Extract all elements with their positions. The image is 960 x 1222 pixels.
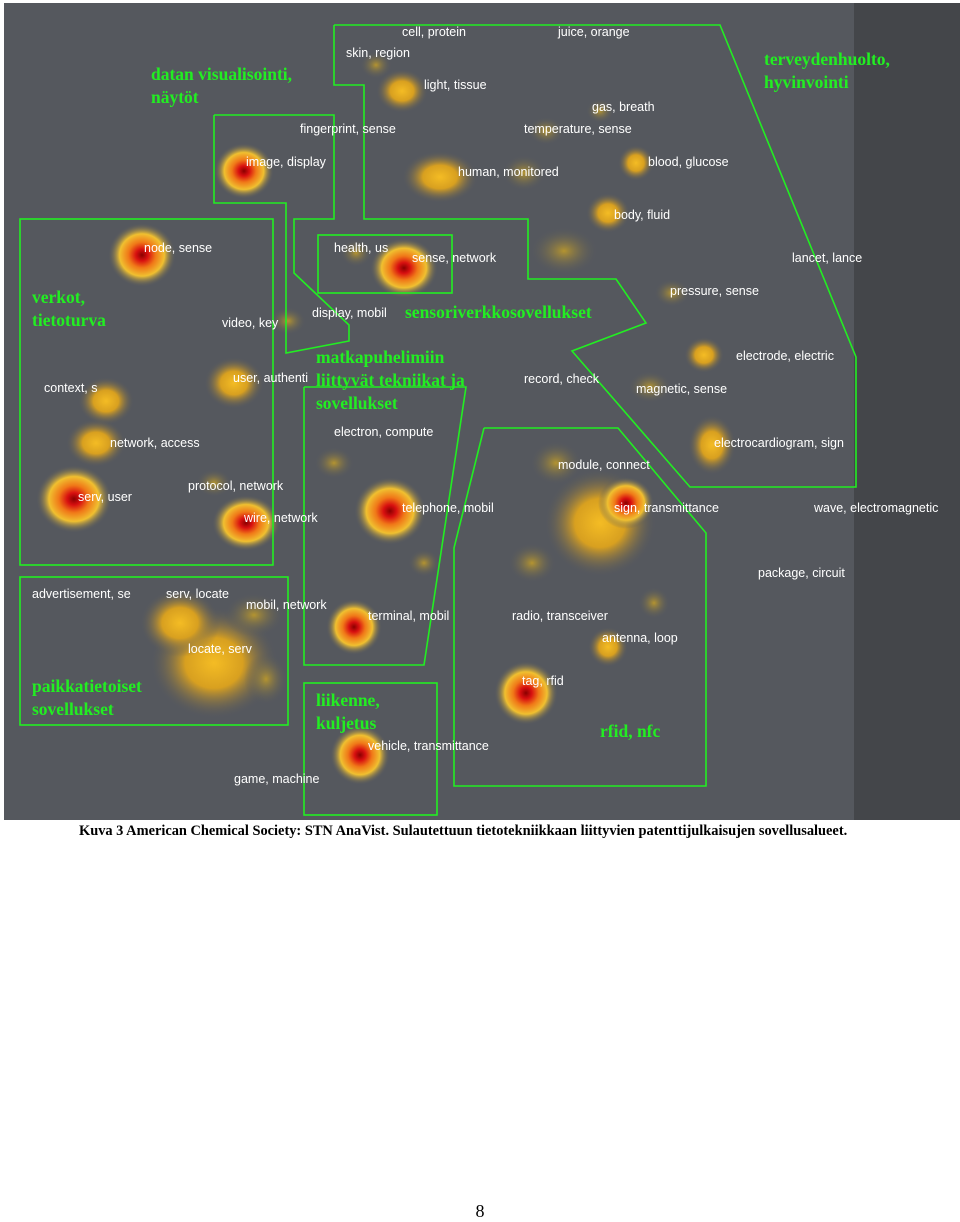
term-electrocardiogram-sign: electrocardiogram, sign [714, 436, 844, 450]
term-network-access: network, access [110, 436, 200, 450]
term-terminal-mobil: terminal, mobil [368, 609, 449, 623]
outline-matka [303, 386, 467, 666]
label-sensori: sensoriverkkosovellukset [405, 302, 592, 322]
term-antenna-loop: antenna, loop [602, 631, 678, 645]
term-labels: cell, protein juice, orange skin, region… [32, 25, 938, 786]
figure-caption: Kuva 3 American Chemical Society: STN An… [79, 823, 848, 839]
term-context-s: context, s [44, 381, 98, 395]
map-right-strip [854, 3, 960, 820]
term-package-circuit: package, circuit [758, 566, 845, 580]
label-verkot-1: verkot, [32, 287, 85, 307]
term-temperature-sense: temperature, sense [524, 122, 632, 136]
label-matka-3: sovellukset [316, 393, 398, 413]
term-module-connect: module, connect [558, 458, 650, 472]
term-light-tissue: light, tissue [424, 78, 487, 92]
term-fingerprint-sense: fingerprint, sense [300, 122, 396, 136]
term-cell-protein: cell, protein [402, 25, 466, 39]
term-sign-transmittance: sign, transmittance [614, 501, 719, 515]
term-tag-rfid: tag, rfid [522, 674, 564, 688]
label-paikka-1: paikkatietoiset [32, 676, 142, 696]
outline-datan [213, 114, 350, 354]
region-outlines [19, 24, 857, 816]
term-human-monitored: human, monitored [458, 165, 559, 179]
term-telephone-mobil: telephone, mobil [402, 501, 494, 515]
term-node-sense: node, sense [144, 241, 212, 255]
term-image-display: image, display [246, 155, 327, 169]
term-gas-breath: gas, breath [592, 100, 655, 114]
term-lancet-lance: lancet, lance [792, 251, 862, 265]
term-video-key: video, key [222, 316, 279, 330]
term-game-machine: game, machine [234, 772, 320, 786]
label-paikka-2: sovellukset [32, 699, 114, 719]
term-vehicle-transmittance: vehicle, transmittance [368, 739, 489, 753]
label-rfid: rfid, nfc [600, 721, 661, 741]
term-serv-locate: serv, locate [166, 587, 229, 601]
term-mobil-network: mobil, network [246, 598, 327, 612]
page-number: 8 [475, 1201, 485, 1221]
term-electrode-electric: electrode, electric [736, 349, 834, 363]
density-blobs [36, 51, 736, 785]
label-matka-2: liittyvät tekniikat ja [316, 370, 465, 390]
term-wave-electromagnetic: wave, electromagnetic [813, 501, 938, 515]
term-pressure-sense: pressure, sense [670, 284, 759, 298]
term-juice-orange: juice, orange [557, 25, 630, 39]
term-advertisement-se: advertisement, se [32, 587, 131, 601]
term-display-mobil: display, mobil [312, 306, 387, 320]
label-verkot-2: tietoturva [32, 310, 106, 330]
term-skin-region: skin, region [346, 46, 410, 60]
outline-liikenne [303, 682, 438, 816]
term-magnetic-sense: magnetic, sense [636, 382, 727, 396]
term-record-check: record, check [524, 372, 600, 386]
outline-terveys [333, 24, 857, 488]
term-protocol-network: protocol, network [188, 479, 284, 493]
outline-sensori [317, 234, 453, 294]
label-terveys-2: hyvinvointi [764, 72, 849, 92]
outline-paikka [19, 576, 289, 726]
term-body-fluid: body, fluid [614, 208, 670, 222]
term-sense-network: sense, network [412, 251, 497, 265]
term-wire-network: wire, network [243, 511, 318, 525]
map-background [4, 3, 960, 820]
label-liikenne-2: kuljetus [316, 713, 376, 733]
term-electron-compute: electron, compute [334, 425, 433, 439]
term-locate-serv: locate, serv [188, 642, 253, 656]
term-radio-transceiver: radio, transceiver [512, 609, 608, 623]
term-user-authenti: user, authenti [233, 371, 308, 385]
label-liikenne-1: liikenne, [316, 690, 380, 710]
outline-rfid [453, 427, 707, 787]
outline-verkot [19, 218, 274, 566]
term-serv-user: serv, user [78, 490, 132, 504]
topic-map-figure: cell, protein juice, orange skin, region… [4, 3, 960, 820]
term-blood-glucose: blood, glucose [648, 155, 729, 169]
region-labels: datan visualisointi, näytöt terveydenhuo… [32, 49, 890, 741]
label-matka-1: matkapuhelimiin [316, 347, 445, 367]
term-health-us: health, us [334, 241, 388, 255]
label-datan-2: näytöt [151, 87, 199, 107]
label-datan-1: datan visualisointi, [151, 64, 292, 84]
label-terveys-1: terveydenhuolto, [764, 49, 890, 69]
